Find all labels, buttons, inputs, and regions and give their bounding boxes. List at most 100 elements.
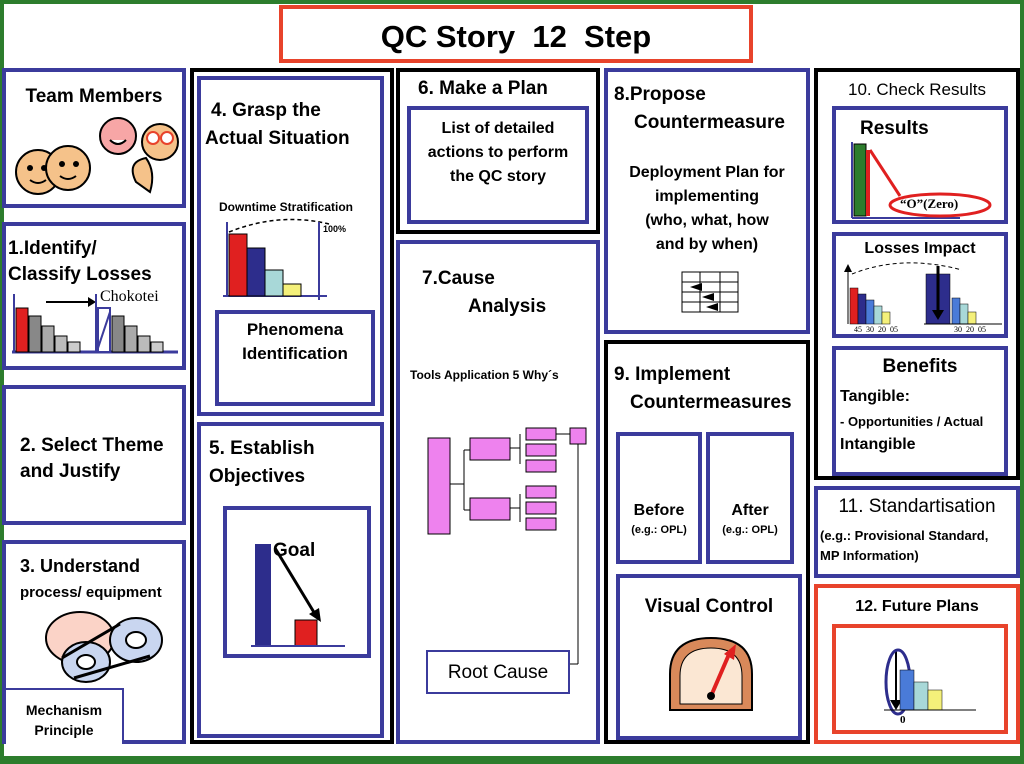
root-cause-box: Root Cause <box>426 650 570 694</box>
results-box: Results “O”(Zero) <box>832 106 1008 224</box>
step8-title-line2: Countermeasure <box>634 112 785 133</box>
step8-title-line1: 8.Propose <box>614 84 706 105</box>
step5-box: 5. Establish Objectives Goal <box>197 422 384 738</box>
root-cause-label: Root Cause <box>447 662 549 683</box>
step4-title-line1: 4. Grasp the <box>211 100 321 121</box>
step9-title-line2: Countermeasures <box>630 392 792 413</box>
step3-title-line2: process/ equipment <box>20 584 162 601</box>
before-box: Before (e.g.: OPL) <box>616 432 702 564</box>
step4-title-line2: Actual Situation <box>205 128 350 149</box>
results-chart <box>851 142 960 219</box>
step7-title-line2: Analysis <box>468 296 547 317</box>
step3-title-line1: 3. Understand <box>20 556 141 576</box>
future-plans-zero-label: 0 <box>900 714 906 726</box>
future-plans-inner-box: 0 <box>832 624 1008 734</box>
gear-belt-icon <box>45 611 163 683</box>
step8-line3: (who, what, how <box>645 212 769 229</box>
deployment-table-icon <box>681 271 739 313</box>
step8-line4: and by when) <box>655 236 759 253</box>
benefits-box: Benefits Tangible: - Opportunities / Act… <box>832 346 1008 476</box>
zero-label: “O”(Zero) <box>900 196 959 211</box>
step4-axis-line <box>318 222 320 300</box>
svg-text:30: 30 <box>954 325 962 334</box>
before-sub-label: (e.g.: OPL) <box>631 524 687 536</box>
downtime-pareto-chart <box>223 218 330 297</box>
step11-title: 11. Standartisation <box>838 496 996 517</box>
step8-line2: implementing <box>654 188 759 205</box>
svg-text:20: 20 <box>966 325 974 334</box>
step7-box: 7.Cause Analysis Tools Application 5 Why… <box>396 240 600 744</box>
before-label: Before <box>633 502 685 519</box>
team-faces-icon <box>15 117 179 195</box>
svg-text:05: 05 <box>890 325 898 334</box>
step4-pct-label: 100% <box>323 224 347 234</box>
step6-line3: the QC story <box>449 168 546 185</box>
losses-impact-box: Losses Impact 45 30 20 05 30 20 05 <box>832 232 1008 338</box>
step11-box: 11. Standartisation (e.g.: Provisional S… <box>814 486 1020 578</box>
zero-ellipse <box>888 192 992 218</box>
step5-title-line1: 5. Establish <box>209 438 315 459</box>
step6-title: 6. Make a Plan <box>418 78 548 99</box>
step10-title: 10. Check Results <box>848 80 986 99</box>
step3-box: 3. Understand process/ equipment Mechani… <box>2 540 186 744</box>
svg-text:05: 05 <box>978 325 986 334</box>
step1-title-line2: Classify Losses <box>8 264 152 285</box>
visual-control-box: Visual Control <box>616 574 802 740</box>
step4-box: 4. Grasp the Actual Situation Downtime S… <box>197 76 384 416</box>
goal-chart <box>251 544 345 647</box>
after-label: After <box>731 502 769 519</box>
after-sub-label: (e.g.: OPL) <box>722 524 778 536</box>
step7-title-line1: 7.Cause <box>422 268 495 289</box>
step5-title-line2: Objectives <box>209 466 306 487</box>
svg-text:30: 30 <box>866 325 874 334</box>
step10-outer: 10. Check Results Results “O”(Zero) Loss… <box>814 68 1020 480</box>
opportunities-label: - Opportunities / Actual <box>840 414 984 429</box>
mechanism-principle-box: Mechanism Principle <box>6 688 124 744</box>
step11-line2: MP Information) <box>820 548 919 563</box>
step7-tools-label: Tools Application 5 Why´s <box>410 368 559 382</box>
step1-chokotei-label: Chokotei <box>100 288 159 305</box>
step1-box: 1.Identify/ Classify Losses Chokotei <box>2 222 186 370</box>
svg-text:20: 20 <box>878 325 886 334</box>
team-members-title: Team Members <box>25 86 163 107</box>
step6-plan-box: List of detailed actions to perform the … <box>407 106 589 224</box>
step2-title-line1: 2. Select Theme <box>20 435 164 456</box>
step8-box: 8.Propose Countermeasure Deployment Plan… <box>604 68 810 334</box>
losses-impact-label: Losses Impact <box>864 240 976 257</box>
step8-line1: Deployment Plan for <box>629 164 785 181</box>
step6-line1: List of detailed <box>441 120 555 137</box>
step12-title: 12. Future Plans <box>855 598 979 615</box>
tangible-label: Tangible: <box>840 388 910 405</box>
page-title: QC Story 12 Step <box>380 19 652 54</box>
after-box: After (e.g.: OPL) <box>706 432 794 564</box>
step9-title-line1: 9. Implement <box>614 364 731 385</box>
why-why-tree-diagram <box>427 427 587 668</box>
goal-box: Goal <box>223 506 371 658</box>
phenomena-line2: Identification <box>242 344 348 363</box>
visual-control-label: Visual Control <box>644 596 774 617</box>
results-label: Results <box>860 118 929 139</box>
step1-loss-chart <box>12 294 178 354</box>
future-plans-chart <box>884 648 976 716</box>
step1-title-line1: 1.Identify/ <box>8 238 97 259</box>
step2-box: 2. Select Theme and Justify <box>2 385 186 525</box>
mechanism-line1: Mechanism <box>25 702 103 718</box>
step6-line2: actions to perform <box>427 144 569 161</box>
losses-impact-chart: 45 30 20 05 30 20 05 <box>844 262 1002 334</box>
goal-label: Goal <box>273 540 316 561</box>
step4-chart-title: Downtime Stratification <box>219 200 354 214</box>
intangible-label: Intangible <box>840 436 916 453</box>
step11-line1: (e.g.: Provisional Standard, <box>820 528 989 543</box>
step9-outer: 9. Implement Countermeasures Before (e.g… <box>604 340 810 744</box>
phenomena-line1: Phenomena <box>246 320 344 339</box>
column2-outer <box>190 68 394 744</box>
team-members-box: Team Members <box>2 68 186 208</box>
svg-text:45: 45 <box>854 325 862 334</box>
gauge-meter-icon <box>669 636 753 711</box>
step6-outer: 6. Make a Plan List of detailed actions … <box>396 68 600 234</box>
phenomena-box: Phenomena Identification <box>215 310 375 406</box>
title-box: QC Story 12 Step <box>279 5 753 63</box>
benefits-label: Benefits <box>882 356 958 377</box>
step2-title-line2: and Justify <box>20 461 121 482</box>
